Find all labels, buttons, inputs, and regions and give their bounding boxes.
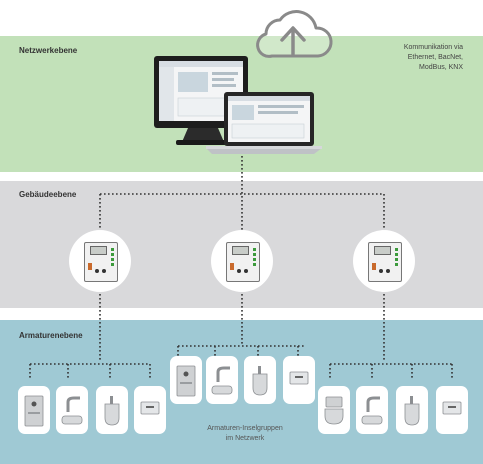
communication-protocols: Kommunikation via Ethernet, BacNet, ModB… (343, 43, 463, 73)
controller-unit-icon (353, 230, 415, 292)
faucet-icon (61, 396, 83, 425)
fixture-card (283, 356, 315, 404)
caption-line: im Netzwerk (225, 435, 265, 442)
faucet-icon (361, 396, 383, 425)
controller-device (226, 242, 260, 282)
fixture-card (206, 356, 238, 404)
caption-line: Armaturen-Inselgruppen (207, 425, 283, 432)
faucet-icon (211, 366, 233, 395)
network-level-label: Netzwerkebene (19, 46, 78, 55)
urinal-icon (104, 396, 120, 426)
laptop-icon (200, 90, 324, 161)
communication-line: Ethernet, BacNet, (407, 54, 463, 61)
wall-panel-icon (176, 365, 196, 397)
controller-unit-icon (69, 230, 131, 292)
fixture-card (18, 386, 50, 434)
wall-panel-icon (24, 395, 44, 427)
fixture-card (244, 356, 276, 404)
communication-line: Kommunikation via (403, 44, 463, 51)
toilet-icon (324, 396, 344, 425)
fixture-card (396, 386, 428, 434)
fixture-groups-caption: Armaturen-Inselgruppen im Netzwerk (180, 424, 310, 444)
controller-device (368, 242, 402, 282)
desktop-monitor-icon (152, 54, 252, 151)
fixture-card (96, 386, 128, 434)
fixture-level-label: Armaturenebene (19, 331, 83, 340)
fixture-card (356, 386, 388, 434)
fixture-card (56, 386, 88, 434)
fixture-card (170, 356, 202, 404)
fixture-card (318, 386, 350, 434)
controller-device (84, 242, 118, 282)
flush-sensor-icon (140, 401, 160, 415)
urinal-icon (252, 366, 268, 396)
cloud-upload-icon (250, 4, 336, 67)
washbasin-icon (442, 401, 462, 415)
urinal-icon (404, 396, 420, 426)
fixture-card (134, 386, 166, 434)
building-level-label: Gebäudeebene (19, 190, 77, 199)
fixture-card (436, 386, 468, 434)
flush-sensor-icon (289, 371, 309, 385)
communication-line: ModBus, KNX (419, 64, 463, 71)
controller-unit-icon (211, 230, 273, 292)
